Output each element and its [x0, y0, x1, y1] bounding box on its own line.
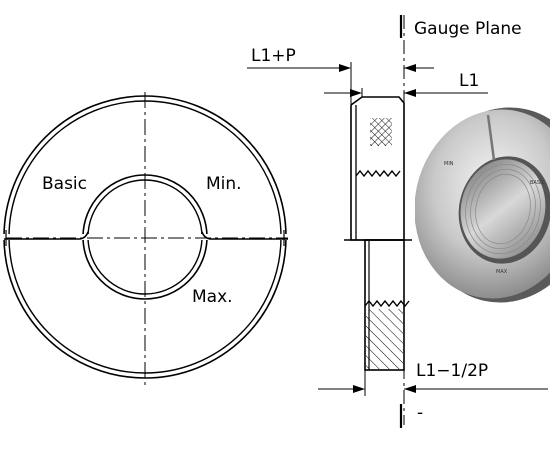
photo-mark-basic: BASIC: [530, 180, 545, 186]
upper-thread: [355, 169, 401, 178]
label-gauge-plane: Gauge Plane: [414, 19, 522, 39]
label-basic: Basic: [42, 174, 87, 194]
photo-mark-min: MIN: [444, 161, 454, 167]
label-min: Min.: [206, 174, 242, 194]
gauge-ring-photo: MIN BASIC MAX: [415, 107, 550, 303]
label-l1: L1: [459, 71, 479, 91]
parting-line: [4, 231, 288, 240]
photo-mark-max: MAX: [496, 269, 508, 275]
label-max: Max.: [192, 287, 233, 307]
lower-hatch: [366, 309, 403, 369]
label-l1-plus-p: L1+P: [251, 46, 296, 66]
lower-thread: [364, 299, 410, 308]
front-view: Basic Min. Max.: [0, 92, 290, 385]
knurl-mark: [370, 118, 392, 146]
label-l1-minus-half-p: L1−1/2P: [416, 361, 488, 381]
section-view: Gauge Plane - L1+P L1 L1−1/2P: [247, 15, 548, 428]
bottom-mark: -: [417, 403, 423, 423]
